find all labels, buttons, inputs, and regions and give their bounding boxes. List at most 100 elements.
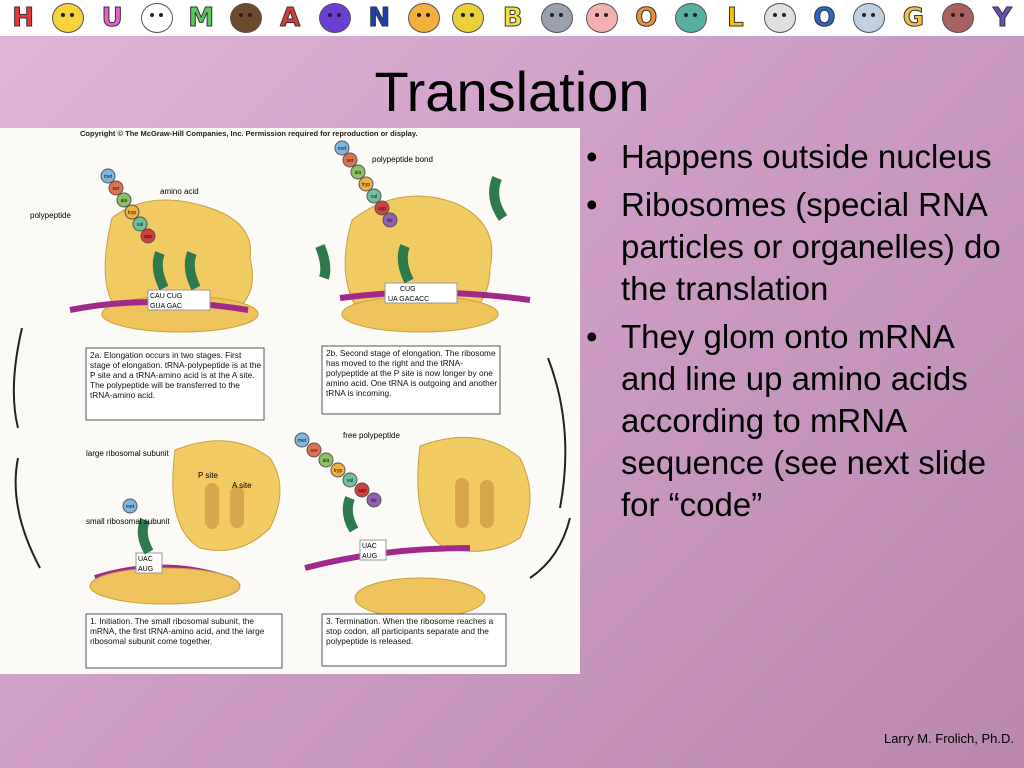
1-label-p-site: P site (198, 471, 218, 480)
amino-acid-label: ala (121, 198, 128, 204)
bullet-text: They glom onto mRNA and line up amino ac… (621, 318, 987, 523)
panel-2a: CAU CUG GUA GAC polypeptide amino acid m… (30, 168, 265, 421)
banner-picture (580, 2, 623, 34)
amino-acid-bead (342, 472, 358, 488)
2a-codons-bottom: GUA GAC (150, 303, 182, 310)
3-caption: 3. Termination. When the ribosome reache… (326, 616, 494, 646)
banner-picture (224, 2, 267, 34)
1-label-large-subunit: large ribosomal subunit (86, 449, 169, 458)
amino-acid-bead (330, 462, 346, 478)
cycle-arrow-left-top (12, 327, 23, 429)
banner-picture (135, 2, 178, 34)
banner-picture (758, 2, 801, 34)
2b-label-polypeptide-bond: polypeptide bond (372, 155, 433, 164)
amino-acid-label: tryp (128, 210, 137, 216)
amino-acid-bead (318, 452, 334, 468)
amino-acid-label: asp (358, 488, 366, 494)
amino-acid-bead (132, 216, 148, 232)
1-codons-bottom: AUG (138, 566, 153, 573)
banner-picture (536, 2, 579, 34)
banner-picture (46, 2, 89, 34)
amino-acid-label: asp (378, 206, 386, 212)
author-footer: Larry M. Frolich, Ph.D. (883, 731, 1014, 746)
amino-acid-bead (374, 200, 390, 216)
amino-acid-bead (354, 482, 370, 498)
amino-acid-label: met (126, 504, 135, 510)
translation-figure: Copyright © The McGraw-Hill Companies, I… (0, 128, 580, 674)
amino-acid-label: thr (371, 498, 377, 504)
2a-caption: 2a. Elongation occurs in two stages. Fir… (90, 350, 262, 400)
translation-diagram: Copyright © The McGraw-Hill Companies, I… (12, 129, 571, 669)
amino-acid-bead (382, 212, 398, 228)
amino-acid-bead (366, 492, 382, 508)
3-codons-top: UAC (362, 543, 377, 550)
amino-acid-bead (334, 140, 350, 156)
amino-acid-bead (358, 176, 374, 192)
banner-letter-u: U (101, 3, 123, 34)
1-caption: 1. Initiation. The small ribosomal subun… (90, 616, 265, 646)
amino-acid-bead (366, 188, 382, 204)
banner-letter-n: N (368, 3, 391, 34)
amino-acid-bead (100, 168, 116, 184)
2a-codons-top: CAU CUG (150, 293, 182, 300)
amino-acid-label: ala (323, 458, 330, 464)
banner-letter-a: A (280, 3, 301, 34)
amino-acid-label: ser (311, 448, 318, 454)
banner-picture (847, 2, 890, 34)
figure-copyright: Copyright © The McGraw-Hill Companies, I… (80, 129, 418, 138)
banner-letter-y: Y (993, 3, 1013, 34)
panel-3: UAC AUG free polypeptide metseralatrypva… (294, 431, 531, 667)
amino-acid-bead (116, 192, 132, 208)
amino-acid-label: tryp (362, 182, 371, 188)
banner-picture (402, 2, 445, 34)
1-label-a-site: A site (232, 481, 252, 490)
banner-letter-o: O (813, 3, 836, 34)
amino-acid-label: ser (113, 186, 120, 192)
slide-title: Translation (374, 60, 650, 123)
1-label-small-subunit: small ribosomal subunit (86, 517, 170, 526)
banner-letter-o: O (635, 3, 658, 34)
banner-letter-h: H (12, 3, 35, 34)
banner-picture (937, 2, 980, 34)
cycle-arrow-left-bottom (14, 457, 41, 569)
2a-label-polypeptide: polypeptide (30, 211, 71, 220)
bullet-text: Ribosomes (special RNA particles or orga… (621, 186, 1001, 307)
3-codons-bottom: AUG (362, 553, 377, 560)
amino-acid-bead (108, 180, 124, 196)
amino-acid-label: val (347, 478, 353, 484)
bullet-item: • They glom onto mRNA and line up amino a… (584, 316, 1014, 526)
bullet-item: •Ribosomes (special RNA particles or org… (584, 184, 1014, 310)
panel-1: UAC AUG large ribosomal subunit P site A… (85, 440, 283, 669)
amino-acid-label: val (137, 222, 143, 228)
banner-letter-l: L (727, 3, 745, 34)
banner-picture (447, 2, 490, 34)
banner-letter-g: G (902, 3, 925, 34)
2b-codons-top: CUG (400, 286, 416, 293)
amino-acid-bead (122, 498, 138, 514)
panel-2b: CUG UA GACACC polypeptide bond metserala… (315, 140, 531, 415)
2a-label-amino-acid: amino acid (160, 187, 199, 196)
amino-acid-bead (294, 432, 310, 448)
amino-acid-label: ser (347, 158, 354, 164)
amino-acid-label: met (338, 146, 347, 152)
banner-letter-b: B (502, 3, 523, 34)
1-codons-top: UAC (138, 556, 153, 563)
2b-caption: 2b. Second stage of elongation. The ribo… (326, 348, 498, 398)
3-label-free-polypeptide: free polypeptide (343, 431, 400, 440)
amino-acid-label: met (298, 438, 307, 444)
2b-codons-bottom: UA GACACC (388, 296, 429, 303)
amino-acid-label: ala (355, 170, 362, 176)
banner-picture (669, 2, 712, 34)
banner-letter-m: M (188, 3, 215, 34)
amino-acid-bead (342, 152, 358, 168)
amino-acid-label: thr (387, 218, 393, 224)
amino-acid-label: asp (144, 234, 152, 240)
bullet-marker: • (586, 318, 598, 355)
amino-acid-bead (306, 442, 322, 458)
cycle-arrow-right-bottom (529, 517, 571, 579)
amino-acid-label: tryp (334, 468, 343, 474)
amino-acid-label: val (371, 194, 377, 200)
bullet-item: •Happens outside nucleus (584, 136, 1014, 178)
amino-acid-label: met (104, 174, 113, 180)
